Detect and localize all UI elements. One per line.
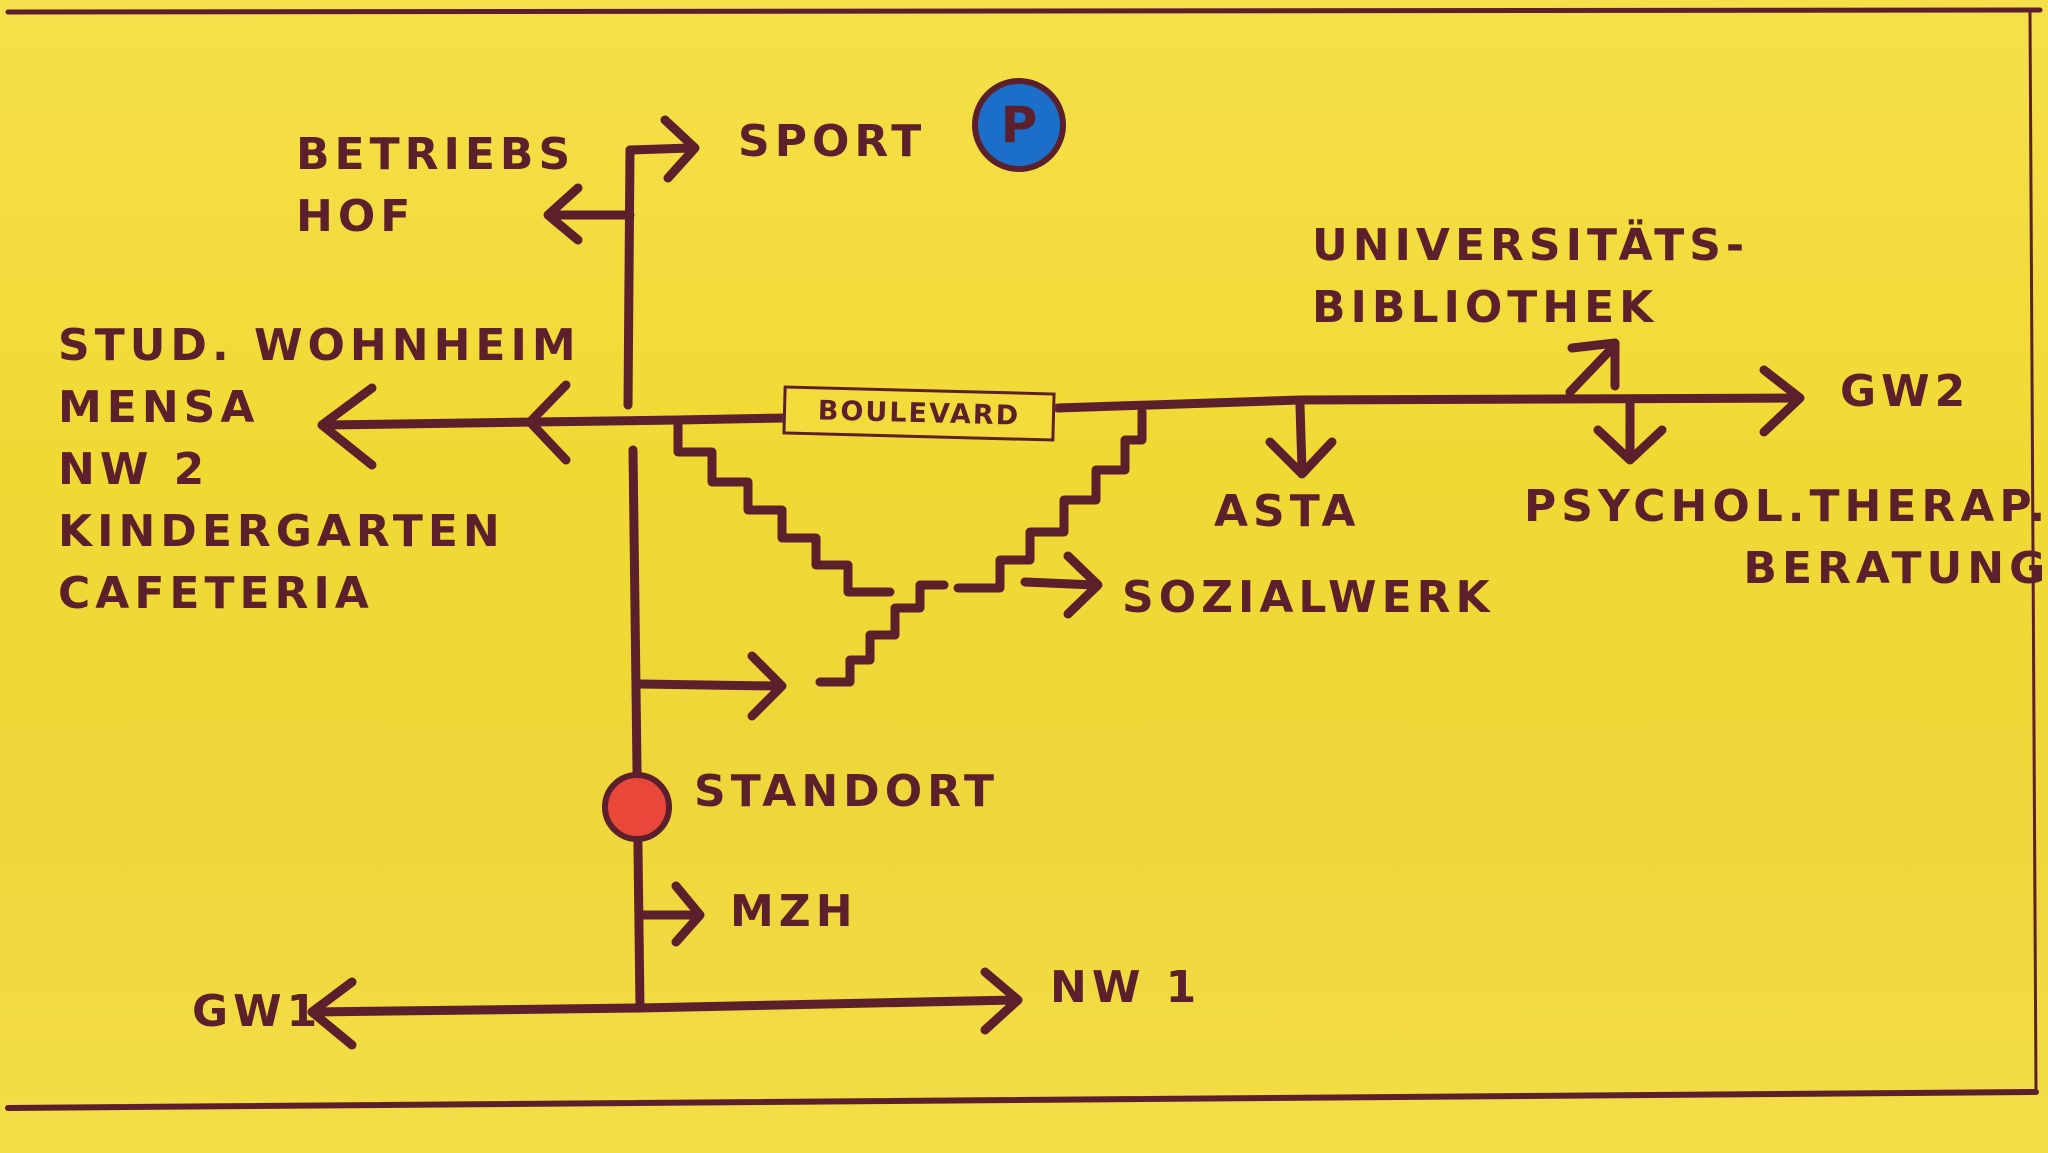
bottom-road [307, 995, 1020, 1017]
frame-top-line [5, 7, 2043, 15]
sozialwerk-arrow-head [1063, 551, 1103, 619]
sport-arrow-line [625, 143, 695, 155]
label-asta: ASTA [1214, 486, 1361, 537]
gw2-arrow-head [1759, 365, 1805, 437]
frame-right-line [2028, 10, 2038, 1094]
standort-marker [602, 772, 672, 842]
psychol-arrow-head [1593, 425, 1667, 465]
label-psychol-beratung: PSYCHOL.THERAP. BERATUNG [1524, 481, 2048, 594]
side-arrow-line [635, 679, 780, 691]
label-betriebshof: BETRIEBS HOF [296, 129, 576, 242]
main-road-upper [623, 145, 635, 410]
main-road-lower [628, 445, 645, 1013]
asta-arrow-line [1295, 400, 1307, 475]
wohnheim-arrow-head-outer [317, 383, 377, 470]
label-nw1: NW 1 [1050, 962, 1202, 1013]
side-arrow-head [747, 651, 787, 721]
gw1-arrow-head [307, 977, 357, 1050]
stairs-right [953, 407, 1147, 593]
bibliothek-arrow-line [1565, 340, 1620, 397]
label-standort: STANDORT [694, 766, 1000, 817]
label-sport: SPORT [738, 116, 927, 167]
stairs-lower [815, 580, 949, 687]
sozialwerk-arrow-line [1020, 577, 1100, 590]
sport-arrow-head [660, 115, 700, 183]
nw1-arrow-head [980, 967, 1023, 1035]
stairs-left [673, 417, 895, 597]
frame-bottom-line [5, 1089, 2039, 1111]
asta-arrow-head [1265, 437, 1337, 479]
parking-icon: P [972, 78, 1066, 172]
label-universitaetsbibliothek: UNIVERSITÄTS- BIBLIOTHEK [1312, 220, 1750, 333]
label-wohnheim-group: STUD. WOHNHEIM MENSA NW 2 KINDERGARTEN C… [58, 320, 581, 619]
label-gw2: GW2 [1840, 366, 1971, 417]
bibliothek-arrow-head [1567, 338, 1620, 391]
mzh-arrow-head [671, 881, 705, 947]
wohnheim-arrow-head-inner [525, 380, 571, 465]
boulevard-sign: BOULEVARD [782, 385, 1056, 442]
label-gw1: GW1 [192, 986, 323, 1037]
boulevard-east-road [1053, 393, 1801, 413]
label-mzh: MZH [730, 886, 858, 937]
betriebshof-arrow-head [543, 183, 583, 245]
label-sozialwerk: SOZIALWERK [1122, 572, 1495, 623]
